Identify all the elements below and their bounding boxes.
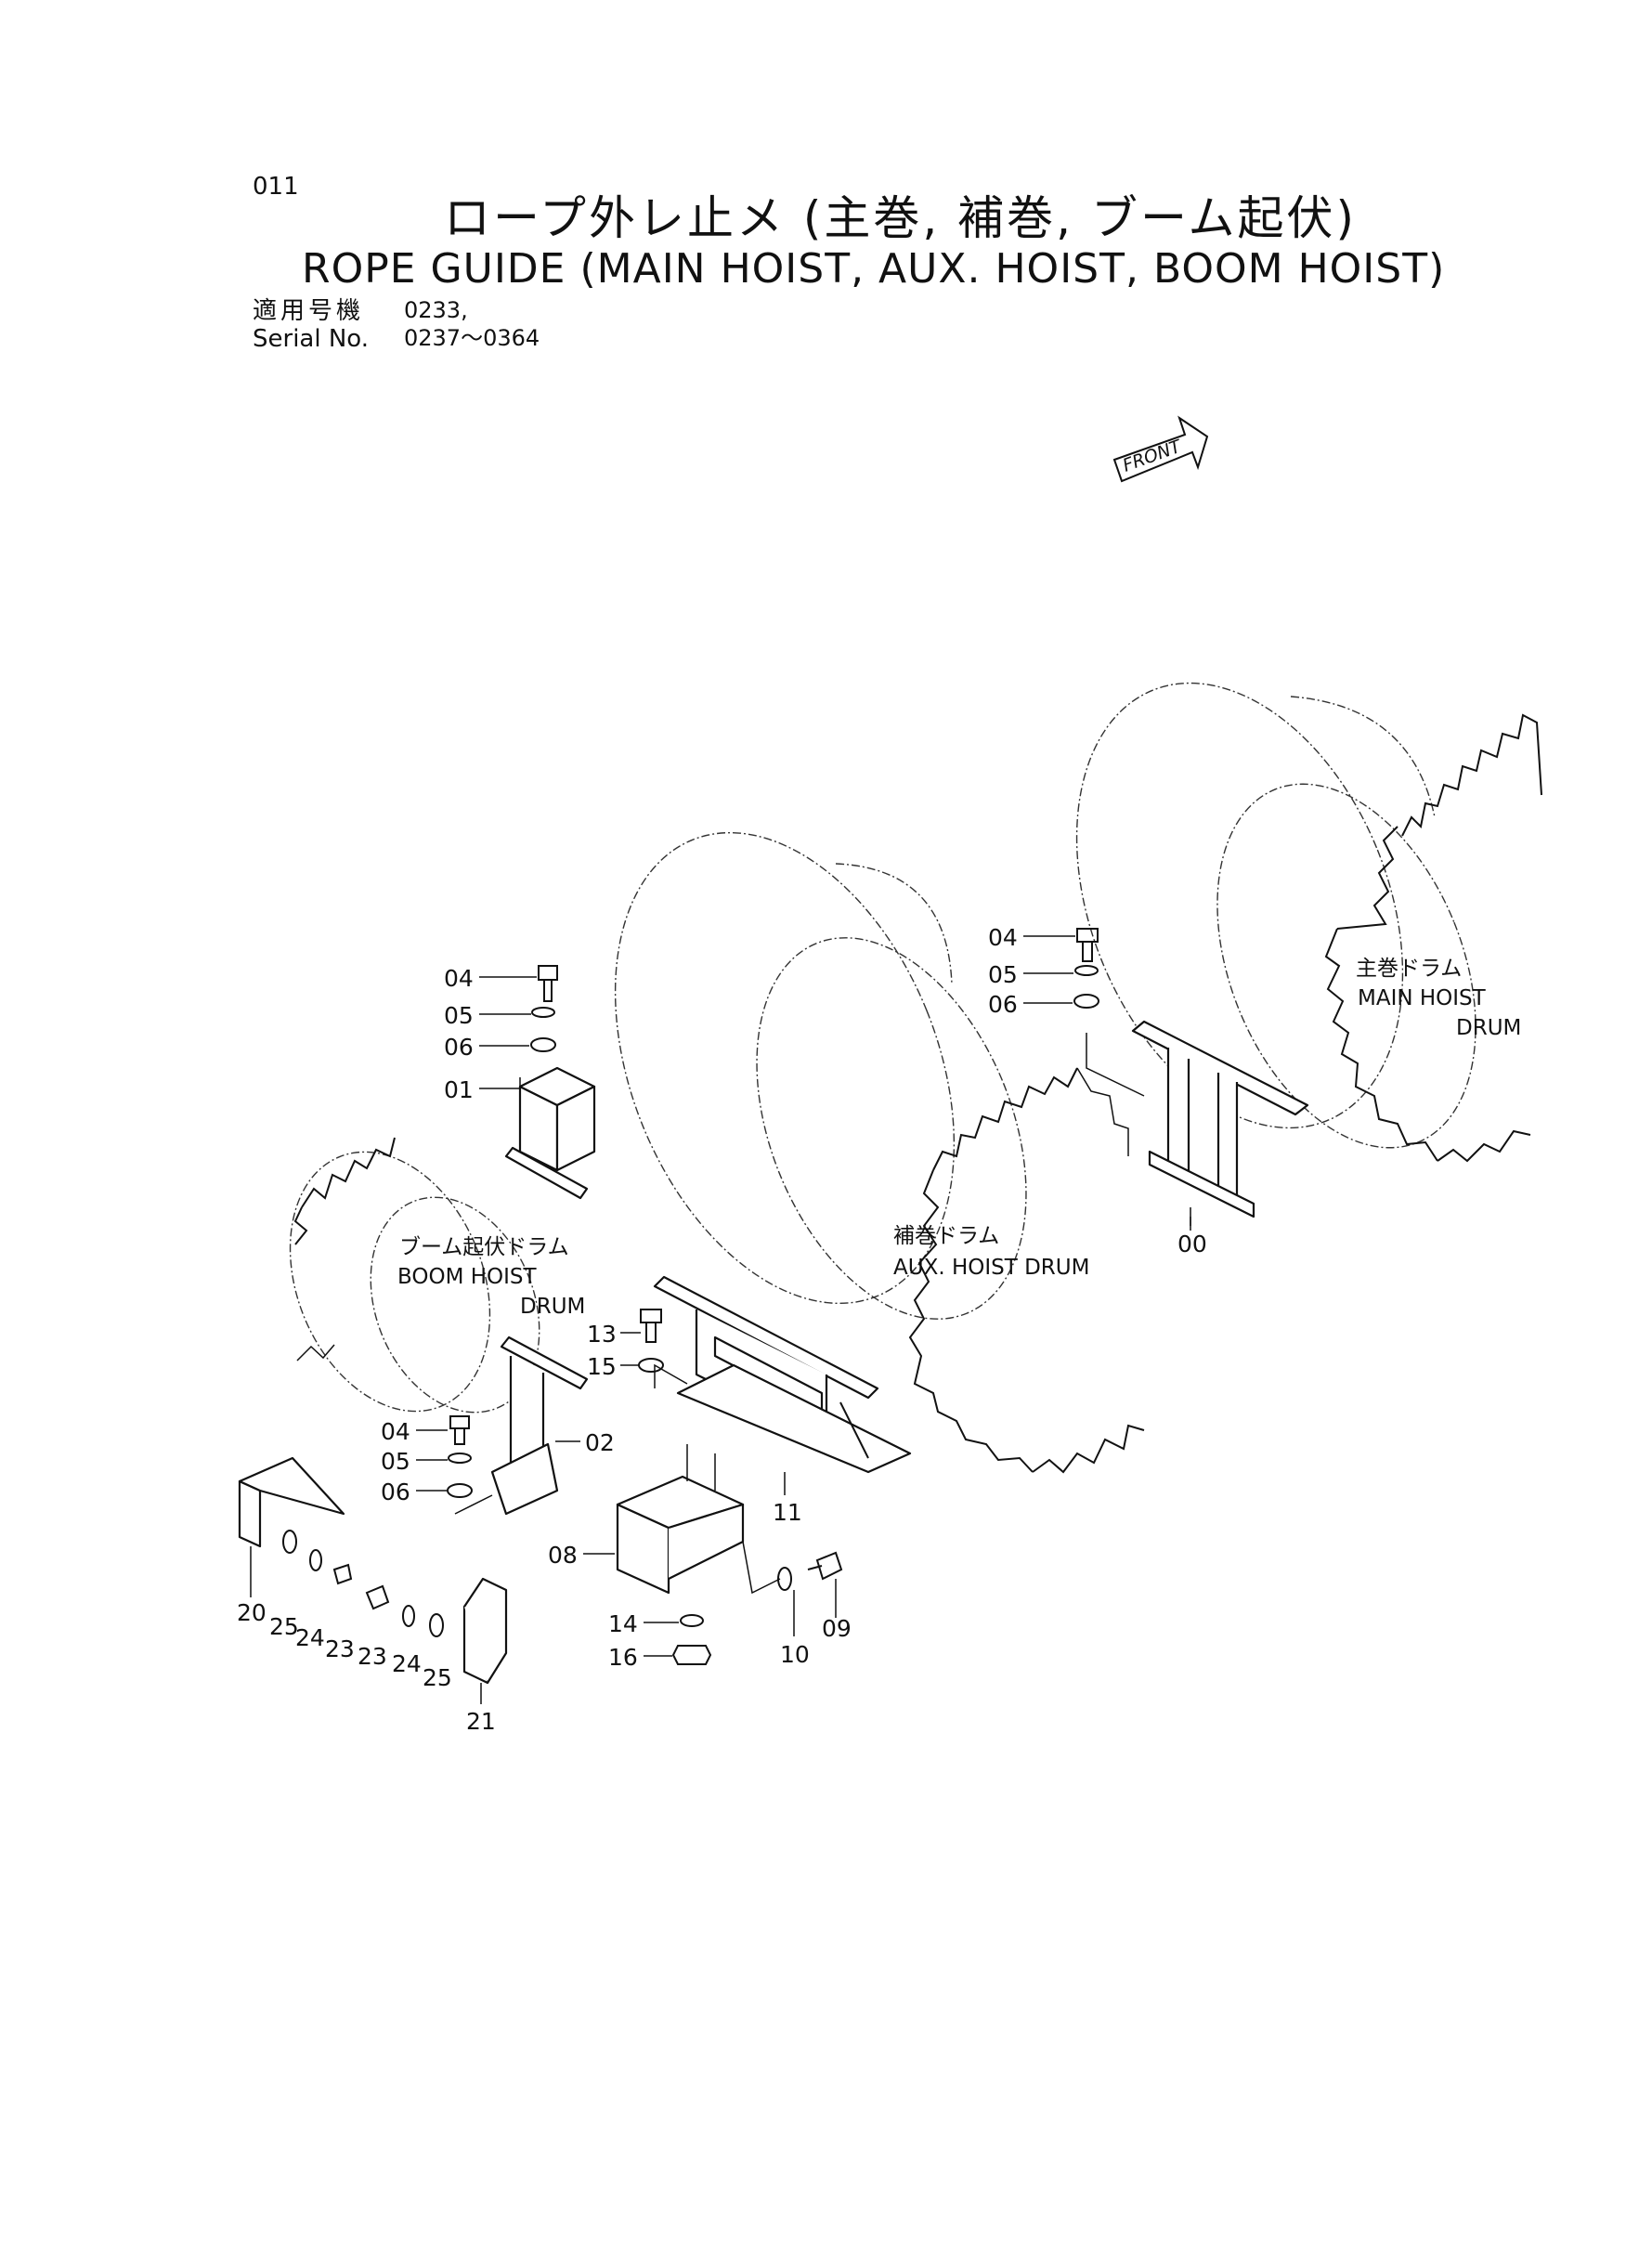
- part-00-rope-guide[interactable]: [1086, 1020, 1309, 1226]
- part-21-bracket[interactable]: [462, 1577, 508, 1704]
- callout-24: 24: [392, 1650, 422, 1677]
- callout-15: 15: [587, 1353, 617, 1380]
- main-drum-label-en2: DRUM: [1456, 1016, 1521, 1040]
- callout-04: 04: [444, 965, 474, 992]
- serial-jp-label: 適用号機: [253, 297, 365, 325]
- serial-label: Serial No.: [253, 325, 369, 353]
- leader-lines: [416, 935, 1191, 1657]
- boom-hoist-drum: [289, 1137, 540, 1414]
- bolt-icon: [282, 928, 1099, 1665]
- callout-06: 06: [381, 1479, 410, 1505]
- callout-24: 24: [295, 1624, 325, 1651]
- page-title: ROPE GUIDE (MAIN HOIST, AUX. HOIST, BOOM…: [302, 245, 1446, 293]
- boom-drum-label-en1: BOOM HOIST: [397, 1265, 538, 1289]
- front-label: FRONT: [1120, 436, 1185, 476]
- boom-drum-label-en2: DRUM: [520, 1295, 585, 1319]
- callout-11: 11: [773, 1499, 802, 1526]
- front-arrow-icon: FRONT: [1112, 415, 1209, 483]
- callout-23: 23: [358, 1643, 387, 1670]
- callout-23: 23: [325, 1635, 355, 1662]
- aux-hoist-drum: [614, 831, 1145, 1474]
- title-japanese: ロープ外レ止メ (主巻, 補巻, ブーム起伏): [444, 191, 1357, 245]
- callout-10: 10: [780, 1641, 810, 1668]
- callout-16: 16: [608, 1644, 638, 1671]
- callout-02: 02: [585, 1429, 615, 1456]
- callout-01: 01: [444, 1076, 474, 1103]
- main-drum-label-jp: 主巻ドラム: [1356, 957, 1462, 981]
- callout-13: 13: [587, 1321, 617, 1348]
- callout-25: 25: [269, 1613, 299, 1640]
- callout-06: 06: [444, 1034, 474, 1061]
- serial-value: 0237～0364: [404, 325, 540, 351]
- callout-00: 00: [1177, 1231, 1207, 1257]
- part-20-bracket[interactable]: [238, 1456, 345, 1597]
- part-01-bracket[interactable]: [504, 1066, 596, 1200]
- callout-20: 20: [237, 1599, 267, 1626]
- part-08-bracket-plate[interactable]: [616, 1444, 781, 1595]
- callout-05: 05: [444, 1002, 474, 1029]
- boom-drum-label-jp: ブーム起伏ドラム: [399, 1235, 569, 1259]
- callout-21: 21: [466, 1708, 496, 1735]
- main-drum-label-en1: MAIN HOIST: [1358, 986, 1487, 1010]
- serial-jp-value: 0233,: [404, 297, 468, 323]
- part-11-rope-guide[interactable]: [653, 1275, 912, 1474]
- callout-05: 05: [381, 1448, 410, 1475]
- aux-drum-label-en: AUX. HOIST DRUM: [893, 1256, 1089, 1280]
- page-number: 011: [253, 173, 299, 201]
- callout-04: 04: [381, 1418, 410, 1445]
- callout-08: 08: [548, 1542, 578, 1569]
- part-02-bracket[interactable]: [454, 1335, 589, 1516]
- callout-25: 25: [423, 1664, 452, 1691]
- callout-04: 04: [988, 924, 1018, 951]
- aux-drum-label-jp: 補巻ドラム: [893, 1224, 999, 1248]
- callout-06: 06: [988, 991, 1018, 1018]
- callout-14: 14: [608, 1610, 638, 1637]
- callout-05: 05: [988, 961, 1018, 988]
- callout-09: 09: [822, 1615, 852, 1642]
